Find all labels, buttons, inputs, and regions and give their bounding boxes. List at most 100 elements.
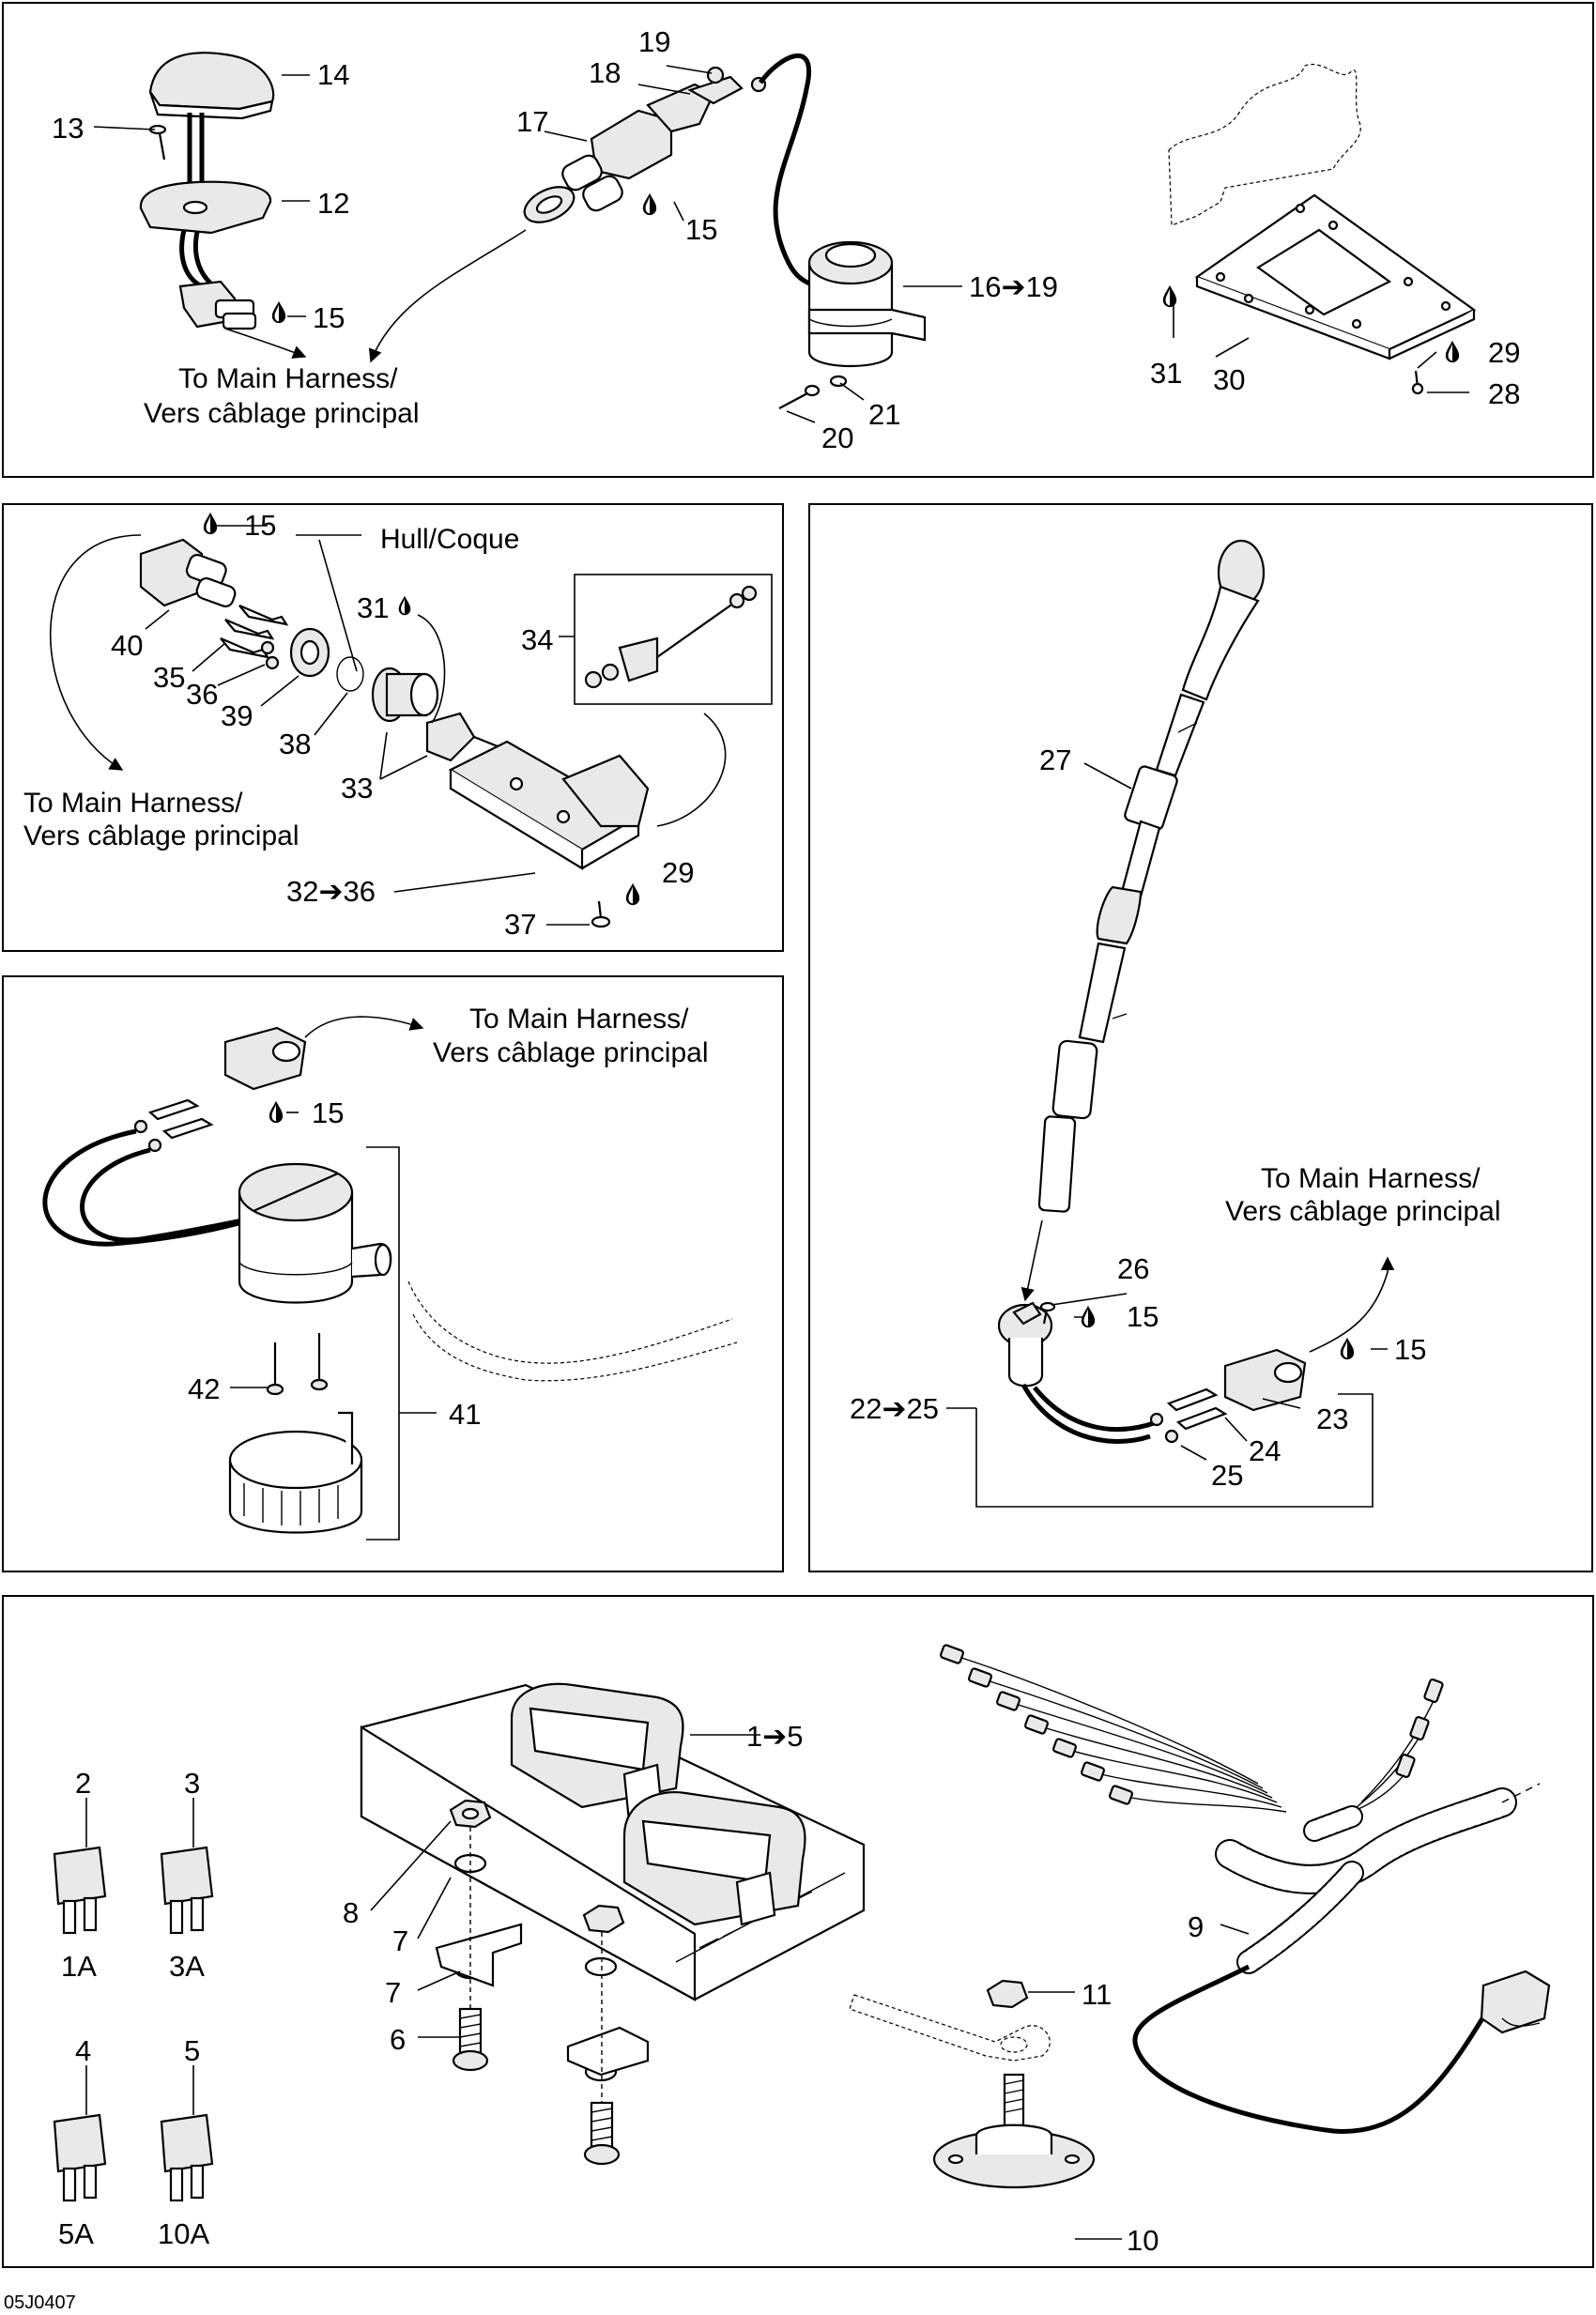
bracket-34 (574, 574, 773, 705)
callout-15: 15 (313, 301, 345, 334)
sensor-body-32 (448, 713, 727, 870)
callout-15: 15 (244, 509, 276, 542)
panel-throttle-sensor (2, 503, 784, 952)
callout-21: 21 (868, 398, 900, 431)
callout-13: 13 (52, 112, 84, 145)
callout-40: 40 (111, 629, 143, 662)
callout-30: 30 (1213, 363, 1245, 396)
nut-11 (986, 1979, 1029, 2009)
callout-17: 17 (516, 105, 548, 138)
callout-18: 18 (589, 56, 621, 89)
callout-16-19: 16➔19 (969, 270, 1058, 303)
terminals-35-36 (220, 604, 289, 670)
callout-15: 15 (312, 1096, 344, 1129)
strainer-base (228, 1411, 363, 1534)
callout-20: 20 (821, 422, 853, 454)
connector-17-18 (523, 66, 767, 223)
callout-15: 15 (1127, 1300, 1159, 1333)
hull-note: Hull/Coque (380, 524, 519, 555)
fuse-5A (53, 2113, 107, 2202)
callout-23: 23 (1316, 1403, 1348, 1435)
callout-22-25: 22➔25 (850, 1392, 939, 1425)
screw-13 (148, 124, 167, 161)
wiring-harness-9 (940, 1644, 1551, 2134)
harness-note-fr: Vers câblage principal (433, 1037, 709, 1068)
bolt-6 (452, 2007, 489, 2072)
callout-26: 26 (1117, 1252, 1149, 1285)
pump-body (238, 1162, 392, 1304)
callout-2: 2 (75, 1767, 91, 1800)
callout-36: 36 (186, 678, 218, 711)
fuse-label-1A: 1A (61, 1950, 97, 1983)
bus-bar-2 (566, 2026, 650, 2077)
fuse-label-10A: 10A (158, 2217, 209, 2250)
harness-note-en: To Main Harness/ (469, 1004, 689, 1035)
fuse-3A (160, 1846, 214, 1935)
callout-4: 4 (75, 2034, 91, 2067)
callout-8: 8 (343, 1896, 359, 1929)
callout-15: 15 (1394, 1333, 1426, 1366)
harness-note-fr: Vers câblage principal (23, 820, 299, 851)
harness-note-en: To Main Harness/ (23, 788, 243, 819)
drawing-code: 05J0407 (4, 2292, 76, 2313)
connector-pump (223, 1026, 307, 1091)
screw-20-washer-21 (778, 375, 848, 409)
callout-27: 27 (1039, 744, 1071, 776)
sensor-wire (1021, 1383, 1151, 1444)
callout-5: 5 (184, 2034, 200, 2067)
panel-bilge-pump (2, 975, 784, 1572)
sensor-pins-42 (266, 1333, 329, 1396)
callout-34: 34 (521, 623, 553, 656)
callout-38: 38 (279, 728, 311, 760)
sensor-cap-assembly (139, 52, 275, 330)
fuse-cover-1 (510, 1682, 684, 1823)
ground-strap (849, 1994, 1051, 2062)
callout-1-5: 1➔5 (746, 1720, 803, 1753)
callout-37: 37 (504, 908, 536, 941)
sender-tube-27 (1037, 539, 1266, 1213)
callout-41: 41 (449, 1398, 481, 1431)
callout-10: 10 (1127, 2224, 1159, 2257)
callout-28: 28 (1488, 377, 1520, 410)
callout-42: 42 (188, 1372, 220, 1405)
connector-40 (139, 538, 237, 608)
callout-32-36: 32➔36 (286, 875, 376, 908)
callout-9: 9 (1188, 1910, 1204, 1943)
callout-31: 31 (357, 591, 389, 624)
fuse-10A (160, 2113, 214, 2202)
screw-26 (1039, 1301, 1056, 1325)
fuse-box-base (360, 1683, 866, 2001)
callout-24: 24 (1249, 1434, 1281, 1467)
screw-28 (1411, 370, 1424, 395)
callout-7: 7 (385, 1976, 401, 2009)
nut-39 (289, 627, 330, 678)
hull-plate-30 (1168, 63, 1477, 360)
stud-10 (932, 2073, 1096, 2189)
harness-note-fr: Vers câblage principal (144, 398, 420, 429)
callout-3: 3 (184, 1767, 200, 1800)
callout-35: 35 (153, 661, 185, 694)
washer-7c (584, 1956, 618, 1977)
callout-14: 14 (317, 58, 349, 91)
callout-12: 12 (317, 187, 349, 220)
fuse-label-5A: 5A (58, 2217, 94, 2250)
fuse-1A (53, 1846, 107, 1935)
terminals-24-25 (1149, 1387, 1228, 1444)
callout-29: 29 (662, 856, 694, 889)
screw-37 (591, 900, 611, 928)
pump-terminals (133, 1098, 214, 1153)
harness-note-en: To Main Harness/ (178, 363, 398, 394)
bolt-6b (583, 2101, 621, 2166)
hose (407, 1280, 738, 1382)
buzzer-16 (807, 240, 927, 368)
fuse-label-3A: 3A (169, 1950, 205, 1983)
callout-25: 25 (1211, 1459, 1243, 1492)
callout-19: 19 (638, 25, 670, 58)
sensor-housing-22 (997, 1301, 1053, 1387)
callout-31: 31 (1150, 357, 1182, 390)
callout-11: 11 (1082, 1978, 1112, 2011)
callout-15: 15 (685, 213, 717, 246)
nut-8 (449, 1799, 492, 1829)
harness-note-en: To Main Harness/ (1261, 1163, 1481, 1194)
